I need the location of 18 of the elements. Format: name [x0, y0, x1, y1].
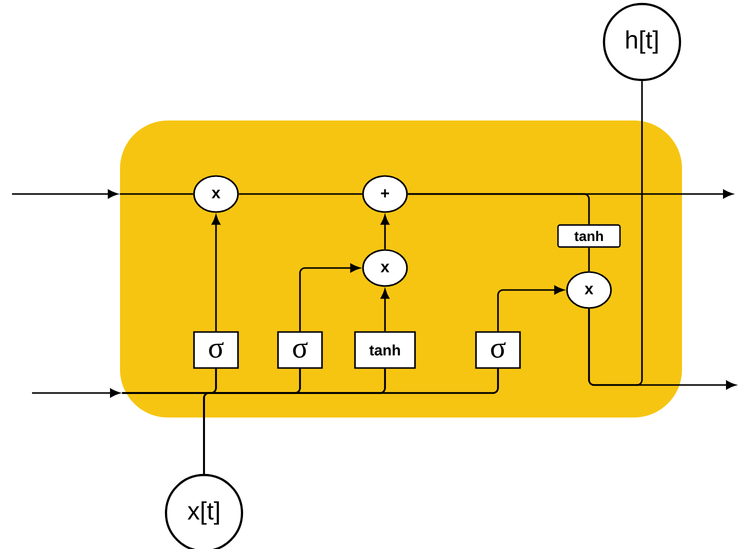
arrow	[32, 388, 120, 398]
gate-box: tanh	[557, 224, 621, 248]
connector-line	[238, 193, 362, 195]
gate-box: tanh	[354, 331, 416, 369]
connector-line	[203, 368, 499, 474]
arrow	[299, 264, 360, 332]
arrow	[380, 288, 390, 332]
gate-box: σ	[475, 331, 521, 369]
gate-box: σ	[277, 331, 323, 369]
connector-line	[588, 248, 590, 272]
connector-line	[120, 193, 194, 195]
connector-line	[588, 81, 643, 386]
arrow	[12, 190, 118, 198]
gate-box: σ	[193, 331, 239, 369]
arrow	[497, 286, 564, 332]
arrow	[212, 214, 220, 332]
arrow	[380, 214, 390, 250]
connector-line	[408, 193, 590, 224]
